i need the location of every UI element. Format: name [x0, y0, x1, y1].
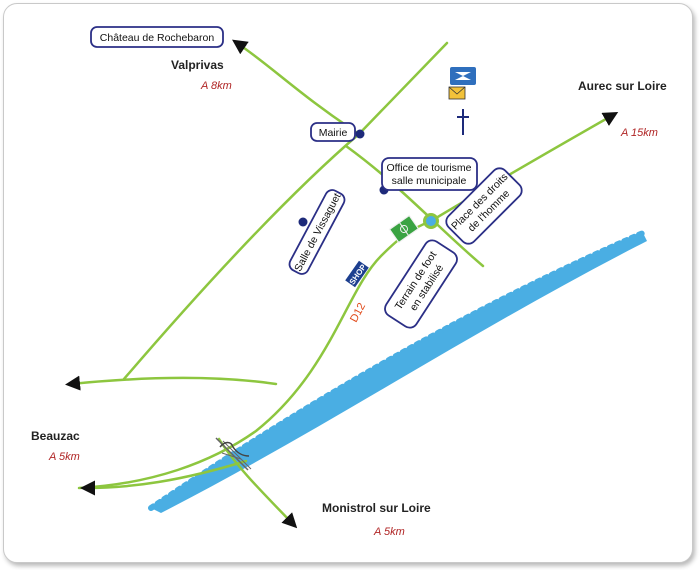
- road-mairie-southeast: [344, 144, 485, 268]
- road-d12: [77, 219, 433, 490]
- distance-beauzac: A 5km: [48, 451, 80, 463]
- roundabout-icon[interactable]: [423, 213, 439, 229]
- town-aurec[interactable]: Aurec sur Loire: [578, 79, 667, 93]
- post-office-icon: [448, 67, 476, 100]
- road-to-beauzac: [80, 459, 248, 496]
- church-cross-icon: [457, 109, 469, 135]
- town-valprivas[interactable]: Valprivas: [171, 58, 224, 72]
- salle-marker[interactable]: [298, 217, 308, 227]
- office-line2: salle municipale: [392, 175, 467, 187]
- road-to-valprivas: [122, 39, 362, 381]
- label-mairie[interactable]: Mairie: [310, 122, 356, 142]
- distance-monistrol: A 5km: [373, 526, 405, 538]
- office-line1: Office de tourisme: [386, 162, 471, 174]
- label-terrain-foot[interactable]: Terrain de foot en stabilisé: [382, 237, 460, 330]
- river-loire: [148, 230, 647, 513]
- road-to-beauzac-north: [65, 375, 278, 391]
- road-mairie-north: [357, 41, 449, 136]
- distance-aurec: A 15km: [620, 127, 658, 139]
- road-to-aurec: [429, 112, 619, 223]
- label-office[interactable]: Office de tourisme salle municipale: [381, 157, 478, 191]
- chateau-text: Château de Rochebaron: [100, 32, 215, 44]
- football-field-icon: [388, 214, 420, 244]
- mairie-text: Mairie: [319, 127, 348, 139]
- label-salle-vissaguet[interactable]: Salle de Vissaguet: [287, 188, 347, 277]
- map-canvas: SHOP Château de Rochebaron Mairie Office…: [31, 26, 667, 538]
- label-chateau[interactable]: Château de Rochebaron: [90, 26, 224, 48]
- label-place-droits[interactable]: Place des droits de l'homme: [443, 165, 525, 247]
- bridge-icon: [215, 437, 252, 471]
- town-monistrol[interactable]: Monistrol sur Loire: [322, 501, 431, 515]
- mairie-marker[interactable]: [355, 129, 365, 139]
- road-d12-label: D12: [348, 301, 368, 324]
- distance-valprivas: A 8km: [200, 80, 232, 92]
- map-frame: SHOP Château de Rochebaron Mairie Office…: [3, 3, 693, 563]
- salle-text: Salle de Vissaguet: [292, 191, 343, 273]
- town-beauzac[interactable]: Beauzac: [31, 429, 80, 443]
